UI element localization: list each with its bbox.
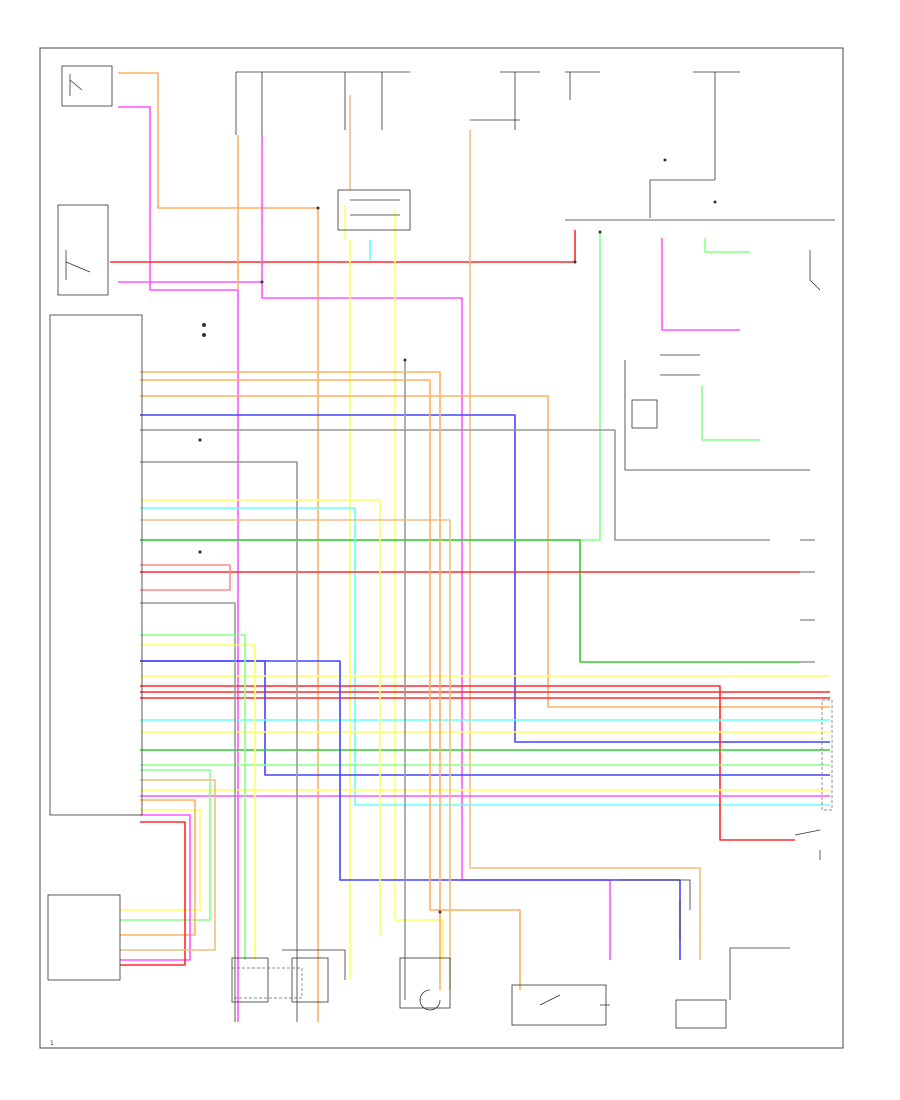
terminal-dot: [438, 910, 442, 914]
aux-sensor: [675, 999, 727, 1029]
dashed-connectors: [231, 699, 833, 999]
wire-gray-right: [140, 429, 770, 541]
wire-pnk-driver-door: [118, 106, 239, 1022]
wire-tan-rear-fuse: [469, 130, 701, 960]
terminal-dot: [403, 358, 407, 362]
terminal-dot: [202, 323, 206, 327]
wire-yel-relay: [394, 210, 443, 960]
right-connector-leads: [620, 879, 691, 910]
aux-sensor-lines: [679, 900, 790, 1000]
figure-code: 1: [50, 1040, 54, 1047]
fuse-line-4: [565, 71, 600, 100]
right-sensor-bracket: [800, 539, 815, 663]
terminal-dot: [198, 438, 202, 442]
terminal-dot: [663, 158, 667, 162]
wire-ltgrn-temp: [701, 386, 760, 441]
rear-sensor-lead: [794, 829, 821, 860]
diagram-frame: [39, 47, 844, 1049]
fuse-line-5: [649, 71, 740, 218]
terminal-dot: [573, 260, 577, 264]
wire-yel-mid-1: [140, 644, 256, 960]
wire-yel-pin-a: [140, 499, 381, 935]
compressor-clutch: [809, 250, 821, 291]
fuse-line-3: [470, 71, 540, 130]
right-connector-dashed: [821, 699, 833, 811]
terminal-dot: [198, 550, 202, 554]
driver-door-switch: [61, 65, 113, 107]
fuse-line-2: [330, 71, 410, 130]
blower-relay-switch: [539, 994, 610, 1006]
sensor-line-a: [282, 949, 346, 980]
driver-door-switch-contact: [69, 74, 83, 96]
wire-gray-lower: [140, 602, 236, 1022]
wire-pnk-pcm: [261, 282, 611, 960]
wire-org-ltrn: [140, 379, 521, 990]
wire-orn-driver-door: [118, 72, 319, 1022]
wire-cyan-ctrl: [140, 507, 830, 806]
wire-org-ctrl-1: [140, 395, 830, 708]
terminal-dot: [598, 230, 602, 234]
passenger-door-switch: [57, 204, 109, 296]
power-transistor: [399, 957, 451, 1009]
temp-sensor-box: [631, 399, 658, 429]
control-module: [49, 314, 143, 816]
terminal-dot: [202, 333, 206, 337]
power-transistor-lead: [419, 989, 441, 1011]
circuit-structure: [47, 65, 835, 1029]
wire-tan-bot-2: [120, 779, 216, 951]
wire-grn-mid-1: [140, 634, 246, 960]
wire-blu-ctrl: [140, 414, 830, 743]
terminal-dot: [316, 206, 320, 210]
wire-blu-sensor: [140, 660, 681, 960]
wire-grn-ctrl: [140, 539, 800, 663]
terminal-dot: [260, 280, 264, 284]
wire-org-bot: [120, 799, 196, 936]
wire-red-battery: [110, 230, 576, 263]
wire-gray-ctrl: [140, 461, 298, 1022]
wire-layer: [110, 72, 830, 1022]
blend-door-actuator: [47, 894, 121, 981]
wire-blu-ctrl-2: [140, 660, 830, 776]
wire-pnk-bot: [120, 814, 191, 961]
actuator-connector-b: [291, 957, 329, 1003]
wire-ltgrn-comp: [704, 238, 750, 253]
relay-box: [337, 189, 411, 231]
blower-motor-relay: [511, 984, 607, 1026]
relay-coil: [350, 199, 400, 216]
wire-org-pin-b: [140, 371, 441, 990]
wire-tan-pin-c: [140, 519, 451, 990]
temp-sensor-lines: [624, 354, 810, 471]
terminal-dots: [198, 158, 717, 914]
wire-yel-bot-1: [120, 809, 201, 911]
lower-connector-dashed: [231, 967, 303, 999]
passenger-door-switch-contact: [65, 250, 91, 280]
terminal-dot: [713, 200, 717, 204]
wire-ltgrn-bot: [120, 769, 211, 921]
wire-ltgrn-ign: [140, 232, 601, 541]
wire-ltred-pin: [140, 564, 231, 591]
wire-pnk-compressor: [661, 238, 740, 331]
fuse-line-1: [235, 71, 330, 135]
wire-red-bot: [120, 821, 186, 966]
